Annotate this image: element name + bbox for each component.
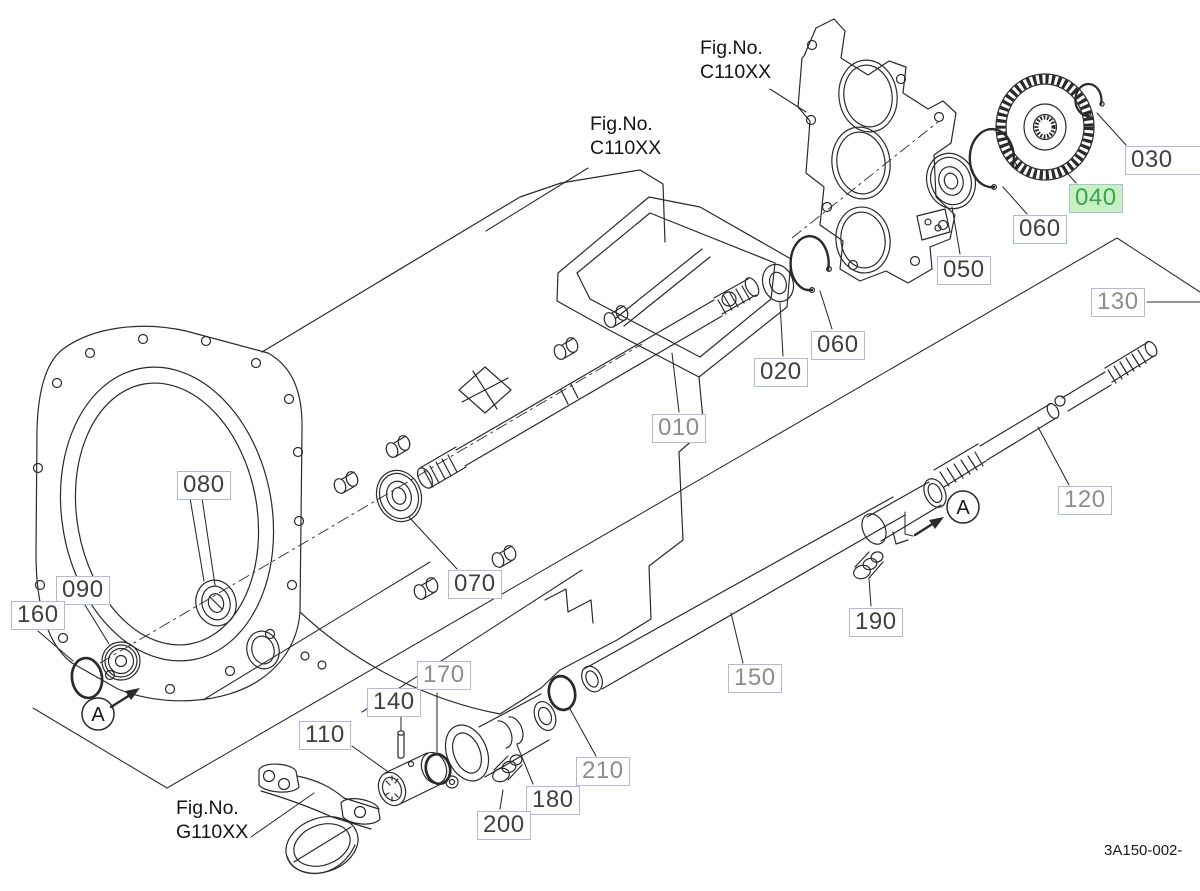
snap-ring-030-drawing bbox=[1074, 82, 1105, 119]
bearing-070-drawing bbox=[375, 469, 423, 523]
washer-020-drawing bbox=[761, 263, 795, 303]
construction-lines bbox=[32, 237, 1200, 789]
view-marker-letter: A bbox=[956, 497, 970, 519]
callout-010[interactable]: 010 bbox=[652, 414, 706, 443]
leader-lines bbox=[37, 88, 1200, 838]
fig-ref-c110xx-case[interactable]: Fig.No.C110XX bbox=[590, 113, 662, 159]
view-marker-letter: A bbox=[91, 704, 105, 726]
callout-170[interactable]: 170 bbox=[417, 661, 471, 690]
callout-030[interactable]: 030 bbox=[1125, 146, 1200, 175]
callout-120[interactable]: 120 bbox=[1058, 486, 1112, 515]
coupler-sleeve-drawing bbox=[861, 478, 947, 545]
shaft-010-drawing bbox=[417, 277, 760, 489]
callout-180[interactable]: 180 bbox=[526, 786, 580, 815]
oring-210-drawing bbox=[547, 674, 577, 712]
snap-ring-060-top-drawing bbox=[968, 127, 1017, 191]
case-seal-bores bbox=[195, 579, 327, 670]
drawing-number: 3A150-002- bbox=[1104, 842, 1183, 859]
callout-150[interactable]: 150 bbox=[728, 664, 782, 693]
shift-cross-detail bbox=[458, 366, 512, 414]
snap-ring-060-mid-drawing bbox=[789, 235, 832, 294]
pin-140-drawing bbox=[397, 730, 405, 759]
view-marker-a-left: A bbox=[81, 688, 140, 731]
callout-160[interactable]: 160 bbox=[11, 601, 65, 630]
callout-070[interactable]: 070 bbox=[448, 570, 502, 599]
plug-200-drawing bbox=[492, 754, 523, 783]
callout-140[interactable]: 140 bbox=[367, 688, 421, 717]
callout-020[interactable]: 020 bbox=[754, 358, 808, 387]
flanged-tube-180-drawing bbox=[444, 693, 557, 789]
callout-090[interactable]: 090 bbox=[56, 576, 110, 605]
callout-200[interactable]: 200 bbox=[477, 811, 531, 840]
case-bosses bbox=[333, 305, 629, 600]
oring-170-drawing bbox=[424, 752, 452, 786]
callout-060-top[interactable]: 060 bbox=[1013, 215, 1067, 244]
view-arrow-icon bbox=[125, 688, 140, 700]
callout-190[interactable]: 190 bbox=[849, 608, 903, 637]
plug-190-drawing bbox=[853, 551, 884, 580]
callout-110[interactable]: 110 bbox=[299, 721, 351, 750]
callout-060-mid[interactable]: 060 bbox=[811, 331, 865, 360]
gear-040-drawing bbox=[995, 73, 1095, 181]
bearing-plate-drawing bbox=[797, 18, 957, 284]
oring-160-drawing bbox=[70, 656, 104, 700]
fig-ref-c110xx-plate[interactable]: Fig.No.C110XX bbox=[700, 37, 772, 83]
view-arrow-icon bbox=[929, 517, 944, 529]
tube-150-drawing bbox=[581, 496, 906, 693]
transmission-case-drawing bbox=[32, 121, 939, 715]
bearing-090-drawing bbox=[101, 641, 141, 681]
bearing-050-drawing bbox=[925, 152, 977, 210]
callout-210[interactable]: 210 bbox=[576, 757, 630, 786]
callout-080[interactable]: 080 bbox=[177, 471, 231, 500]
support-bracket-drawing bbox=[258, 763, 381, 875]
view-marker-a-right: A bbox=[904, 490, 980, 537]
callout-040[interactable]: 040 bbox=[1069, 184, 1123, 213]
callout-050[interactable]: 050 bbox=[937, 256, 991, 285]
bushing-110-drawing bbox=[377, 751, 448, 807]
flange-bolt-holes bbox=[32, 333, 305, 695]
shaft-120-drawing bbox=[933, 340, 1158, 488]
callout-130[interactable]: 130 bbox=[1091, 288, 1145, 317]
fig-ref-g110xx-bracket[interactable]: Fig.No.G110XX bbox=[176, 797, 249, 843]
